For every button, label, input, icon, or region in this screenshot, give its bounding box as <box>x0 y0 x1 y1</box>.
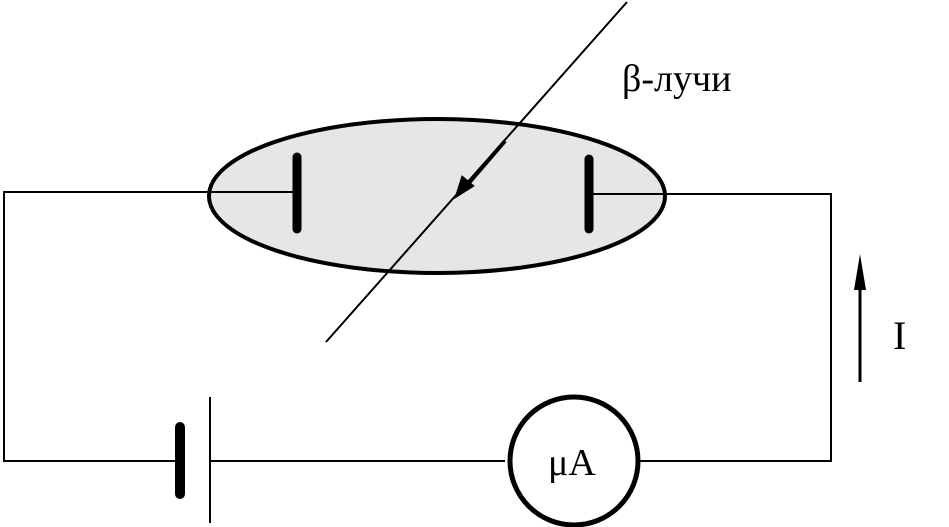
circuit-wires <box>3 191 832 462</box>
current-arrow-head <box>854 254 866 290</box>
ionization-chamber <box>207 117 667 275</box>
microammeter-label: μA <box>548 442 596 484</box>
beta-rays-label: β-лучи <box>622 58 732 100</box>
beta-ray-arrow-head <box>454 175 475 200</box>
beta-ray-arrow-shaft <box>466 139 507 186</box>
wire-left-top <box>3 191 210 462</box>
current-label: I <box>893 313 907 358</box>
microammeter <box>507 394 641 527</box>
wire-meter-to-right <box>640 193 832 462</box>
